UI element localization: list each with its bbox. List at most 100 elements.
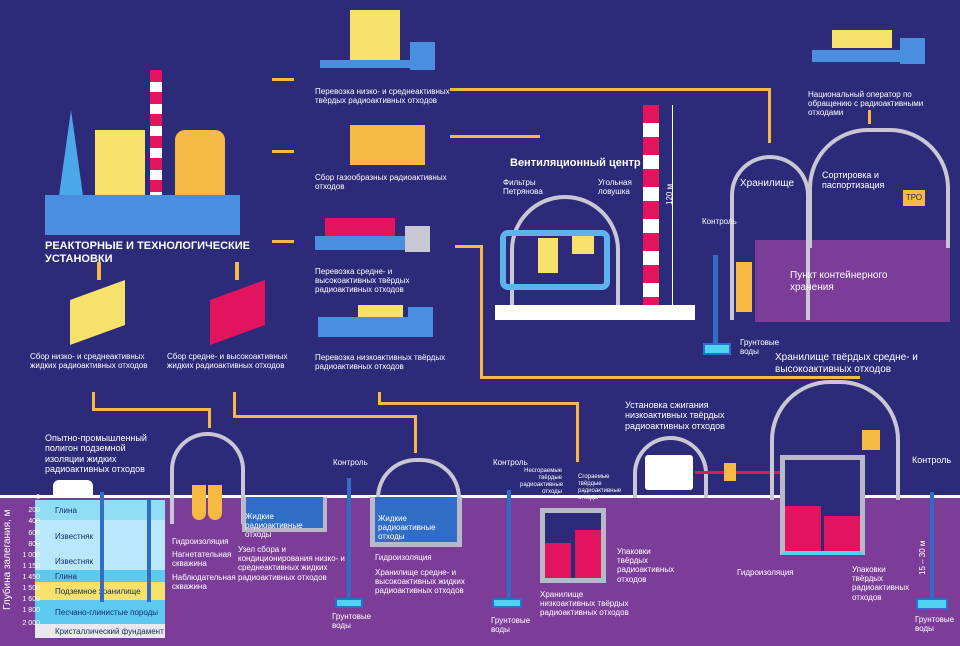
noncombustible-label: Несгораемые твёрдые радиоактивные отходы bbox=[520, 468, 564, 495]
observation-well bbox=[147, 500, 151, 602]
observation-label: Наблюдательная скважина bbox=[172, 573, 236, 592]
power-pylon-icon bbox=[57, 110, 85, 210]
arrow-right bbox=[272, 78, 294, 81]
solid-waterproofing: Гидроизоляция bbox=[737, 568, 794, 577]
polygon-waterproofing: Гидроизоляция bbox=[172, 537, 229, 546]
groundwater-label: Грунтовые воды bbox=[740, 338, 780, 357]
control-label: Контроль bbox=[493, 458, 528, 467]
container-stack bbox=[736, 262, 752, 312]
label-gas: Сбор газообразных радиоактивных отходов bbox=[315, 173, 447, 192]
groundwater bbox=[916, 598, 948, 610]
control-label: Контроль bbox=[912, 455, 952, 465]
liquid-container-icon bbox=[70, 279, 125, 346]
polygon-title: Опытно-промышленный полигон подземной из… bbox=[45, 433, 147, 475]
layer-sand-clay: Песчано-глинистые породы bbox=[35, 600, 165, 624]
incineration-building bbox=[633, 436, 708, 498]
sorting-label: Сортировка и паспортизация bbox=[822, 170, 885, 191]
depth-tick: 1 450 bbox=[22, 574, 40, 581]
van-icon bbox=[53, 480, 93, 496]
flow-line bbox=[233, 392, 236, 417]
flow-line bbox=[768, 88, 771, 143]
liquid-tank bbox=[242, 497, 327, 532]
node-label: Узел сбора и кондиционирования низко- и … bbox=[238, 545, 345, 582]
control-well bbox=[347, 478, 351, 600]
gas-container-icon bbox=[350, 125, 425, 165]
liquid-storage-liquid: Жидкие радиоактивные отходы bbox=[378, 514, 436, 542]
furnace-icon bbox=[645, 455, 693, 490]
depth-tick: 1 800 bbox=[22, 607, 40, 614]
flow-line bbox=[480, 245, 483, 378]
liquid-container-icon bbox=[210, 279, 265, 346]
solid-storage-vault bbox=[780, 455, 865, 555]
flow-line bbox=[480, 376, 860, 379]
flow-line bbox=[92, 392, 95, 410]
ventilation-building bbox=[510, 195, 620, 305]
container-icon bbox=[724, 463, 736, 481]
label-transport-low: Перевозка низкоактивных твёрдых радиоакт… bbox=[315, 353, 446, 372]
flow-line bbox=[576, 402, 579, 462]
filter-icon bbox=[538, 238, 558, 273]
injection-well bbox=[100, 492, 104, 602]
ground-surface bbox=[0, 495, 960, 498]
label-low-liquid: Сбор низко- и среднеактивных жидких ради… bbox=[30, 352, 148, 371]
flow-line bbox=[378, 392, 381, 404]
ventilation-title: Вентиляционный центр bbox=[510, 157, 641, 169]
chimney-icon bbox=[150, 70, 162, 200]
flow-line bbox=[450, 88, 770, 91]
arrow-right bbox=[272, 240, 294, 243]
ventilation-pipes bbox=[500, 230, 610, 290]
layer-bedrock: Кристаллический фундамент bbox=[35, 624, 165, 638]
node-building bbox=[170, 432, 245, 524]
liquid-storage-title: Хранилище средне- и высокоактивных жидки… bbox=[375, 568, 465, 596]
trap-label: Угольная ловушка bbox=[598, 178, 632, 197]
tank-icon bbox=[208, 485, 222, 520]
arrow-right bbox=[272, 150, 294, 153]
liquid-storage-tank bbox=[370, 497, 462, 547]
liquid-storage-building bbox=[376, 458, 461, 498]
flow-line bbox=[378, 402, 578, 405]
container-storage-title: Пункт контейнерного хранения bbox=[790, 270, 888, 293]
depth-tick: 400 bbox=[28, 518, 40, 525]
platform bbox=[495, 305, 695, 320]
tro-box: ТРО bbox=[903, 190, 925, 206]
groundwater bbox=[703, 343, 731, 355]
depth-tick: 1 150 bbox=[22, 563, 40, 570]
stack-height: 120 м bbox=[665, 183, 674, 205]
groundwater bbox=[492, 598, 522, 608]
combustible-label: Сгораемые твёрдые радиоактивные отходы bbox=[578, 474, 622, 501]
flow-arrow bbox=[695, 471, 785, 474]
liquid-storage-waterproofing: Гидроизоляция bbox=[375, 553, 432, 562]
stack-icon bbox=[643, 105, 659, 305]
truck-icon bbox=[320, 10, 435, 80]
trap-icon bbox=[572, 236, 594, 254]
flow-line bbox=[233, 415, 416, 418]
truck-icon bbox=[812, 30, 927, 80]
sorting-building bbox=[808, 128, 950, 248]
depth-tick: 1 600 bbox=[22, 596, 40, 603]
low-storage-title: Хранилище низкоактивных твёрдых радиоакт… bbox=[540, 590, 629, 618]
depth-tick: 200 bbox=[28, 507, 40, 514]
depth-15-30: 15 – 30 м bbox=[918, 540, 927, 575]
depth-tick: 800 bbox=[28, 541, 40, 548]
groundwater-label: Грунтовые воды bbox=[332, 612, 372, 631]
flow-line bbox=[450, 135, 540, 138]
incineration-title: Установка сжигания низкоактивных твёрдых… bbox=[625, 400, 725, 431]
solid-storage-building bbox=[770, 380, 900, 500]
storage-label: Хранилище bbox=[740, 178, 794, 189]
depth-tick: 0 bbox=[36, 494, 40, 501]
flow-line bbox=[208, 408, 211, 428]
injection-label: Нагнетательная скважина bbox=[172, 550, 232, 569]
groundwater-label: Грунтовые воды bbox=[491, 616, 531, 635]
flow-line bbox=[455, 245, 480, 248]
tank-icon bbox=[192, 485, 206, 520]
solid-storage-title: Хранилище твёрдых средне- и высокоактивн… bbox=[775, 352, 918, 375]
arrow-up bbox=[868, 110, 871, 124]
low-storage-bunker bbox=[540, 508, 606, 583]
depth-axis-label: Глубина залегания, м bbox=[2, 509, 13, 610]
control-label: Контроль bbox=[702, 217, 737, 226]
cooling-tower-icon bbox=[175, 130, 225, 205]
truck-icon bbox=[318, 305, 433, 350]
reactor-complex bbox=[45, 70, 245, 235]
depth-tick: 1 500 bbox=[22, 585, 40, 592]
depth-tick: 1 000 bbox=[22, 552, 40, 559]
